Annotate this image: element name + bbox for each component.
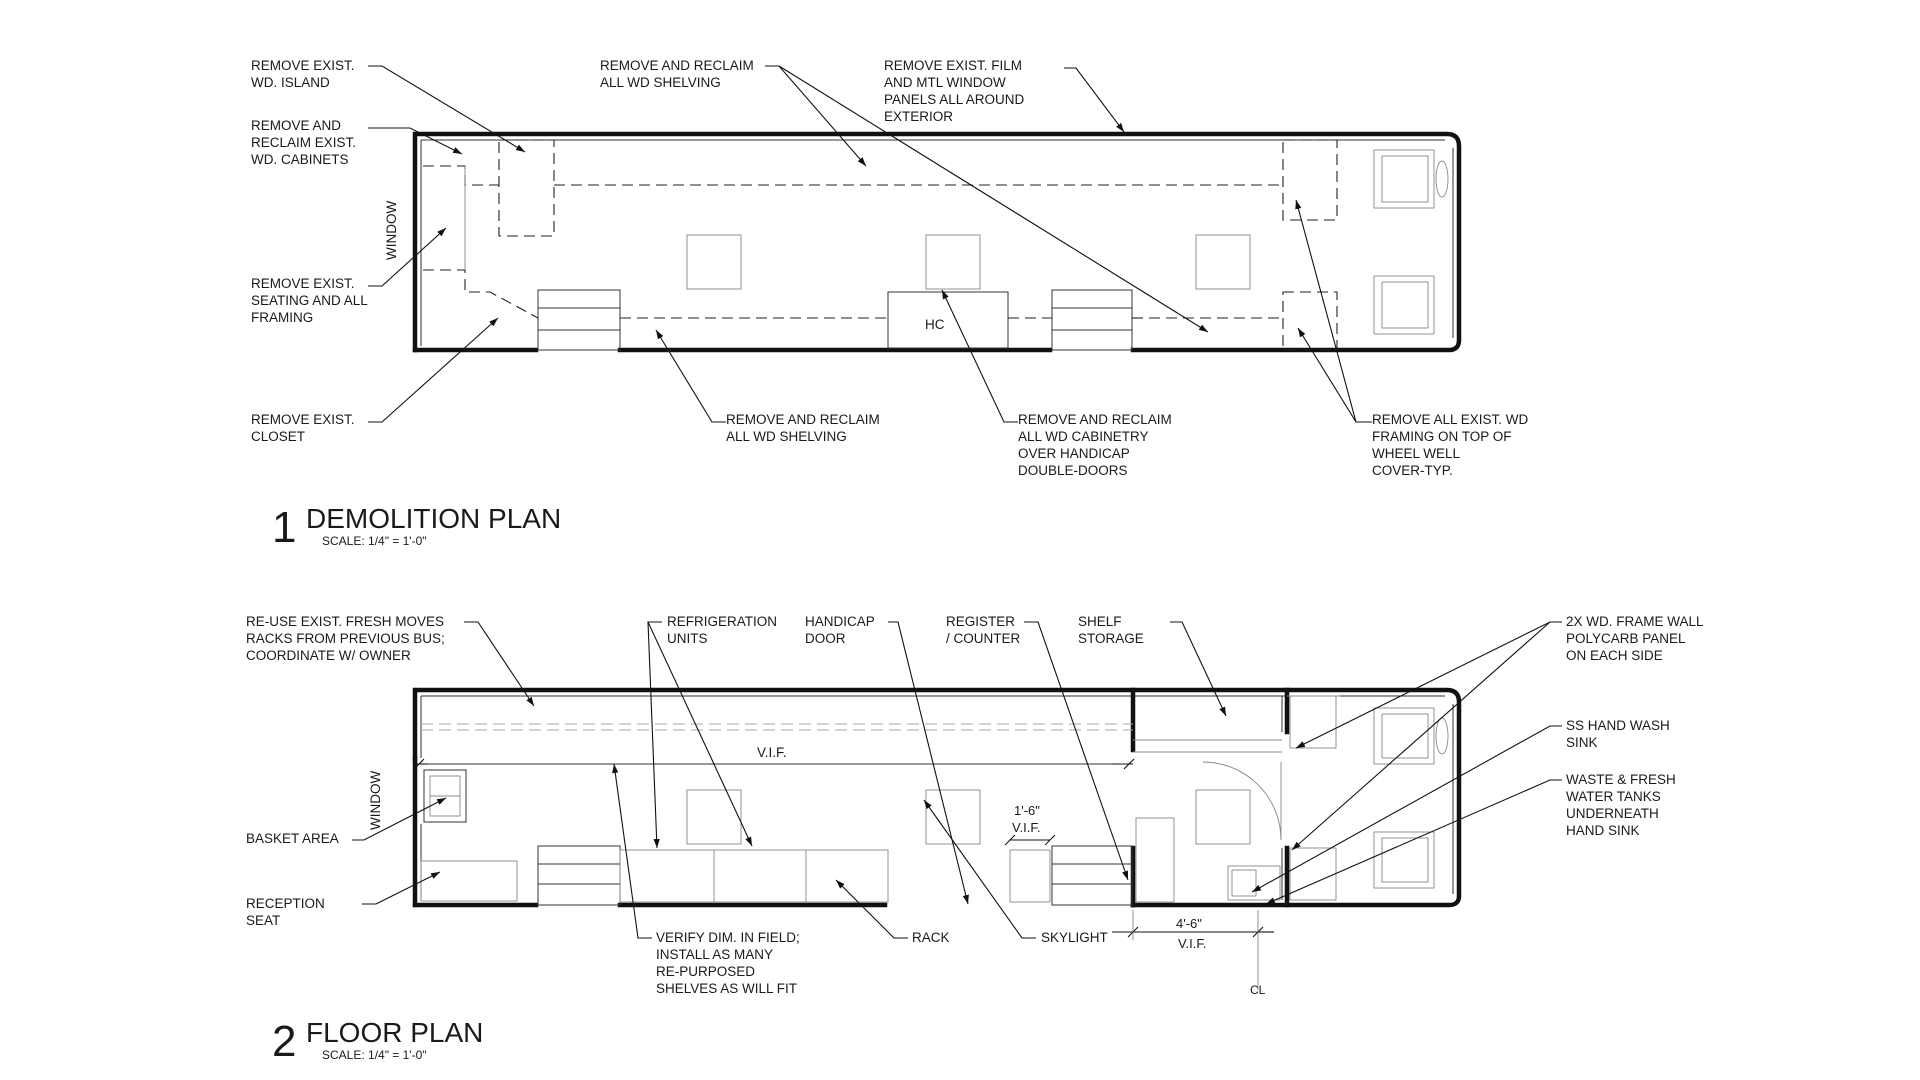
interior-walls <box>1130 687 1290 908</box>
note-remove-wheel-well-framing: REMOVE ALL EXIST. WD FRAMING ON TOP OF W… <box>1372 412 1532 478</box>
note-handicap-door: HANDICAP DOOR <box>805 614 878 646</box>
hand-wash-sink <box>1227 865 1281 901</box>
note-hand-wash-sink: SS HAND WASH SINK <box>1566 718 1674 750</box>
racks: V.I.F. <box>421 723 1282 765</box>
dim-1-6: 1'-6" <box>1014 803 1040 818</box>
demolition-plan: HC WINDOW <box>251 58 1532 552</box>
refrigeration-units <box>619 849 889 903</box>
floor-notes: RE-USE EXIST. FRESH MOVES RACKS FROM PRE… <box>246 614 1707 996</box>
floor-doors <box>537 845 1133 906</box>
skylight <box>925 789 981 845</box>
reception-seat <box>420 860 518 902</box>
floor-plan-title: 2 FLOOR PLAN SCALE: 1/4" = 1'-0" <box>272 1017 483 1066</box>
demolition-notes: REMOVE EXIST. WD. ISLAND REMOVE AND RECL… <box>251 58 1532 478</box>
note-remove-shelving-bottom: REMOVE AND RECLAIM ALL WD SHELVING <box>726 412 884 444</box>
skylights <box>686 234 1251 290</box>
note-skylight: SKYLIGHT <box>1041 930 1108 945</box>
driver-area-2 <box>1287 695 1449 901</box>
note-frame-wall: 2X WD. FRAME WALL POLYCARB PANEL ON EACH… <box>1566 614 1707 663</box>
dim-1-6-vif: V.I.F. <box>1012 820 1040 835</box>
bus-shell-2 <box>412 687 1462 908</box>
shelf-unit <box>1135 817 1175 903</box>
bus-shell <box>412 131 1462 353</box>
skylight <box>686 789 742 845</box>
floor-leaders <box>352 621 1562 939</box>
note-remove-island: REMOVE EXIST. WD. ISLAND <box>251 58 358 90</box>
dim-4-6-vif: V.I.F. <box>1178 936 1206 951</box>
note-shelf-storage: SHELF STORAGE <box>1078 614 1144 646</box>
note-reception-seat: RECEPTION SEAT <box>246 896 329 928</box>
plan-scale-2: SCALE: 1/4" = 1'-0" <box>322 1048 427 1062</box>
note-refrigeration-units: REFRIGERATION UNITS <box>667 614 781 646</box>
note-reclaim-cabinets: REMOVE AND RECLAIM EXIST. WD. CABINETS <box>251 118 360 167</box>
door-openings: HC <box>537 289 1133 351</box>
note-verify-dim: VERIFY DIM. IN FIELD; INSTALL AS MANY RE… <box>656 930 804 996</box>
note-remove-shelving-top: REMOVE AND RECLAIM ALL WD SHELVING <box>600 58 758 90</box>
plan-title-1: DEMOLITION PLAN <box>306 503 561 534</box>
plan-number-1: 1 <box>272 503 296 552</box>
plan-number-2: 2 <box>272 1017 296 1066</box>
note-register-counter: REGISTER / COUNTER <box>946 614 1021 646</box>
note-remove-closet: REMOVE EXIST. CLOSET <box>251 412 358 444</box>
basket-area <box>423 769 467 823</box>
dimensions: 1'-6" V.I.F. 4'-6" V.I.F. CL <box>413 758 1274 997</box>
skylights-2 <box>686 789 1251 845</box>
handicap-label: HC <box>925 317 945 332</box>
rack-vif-label: V.I.F. <box>757 745 787 760</box>
centerline-symbol: CL <box>1250 983 1266 997</box>
note-basket-area: BASKET AREA <box>246 831 339 846</box>
floor-plan: V.I.F. <box>246 614 1707 1066</box>
note-remove-cabinetry-hc: REMOVE AND RECLAIM ALL WD CABINETRY OVER… <box>1018 412 1176 478</box>
window-label-2: WINDOW <box>368 771 383 830</box>
note-reuse-racks: RE-USE EXIST. FRESH MOVES RACKS FROM PRE… <box>246 614 449 663</box>
plan-scale-1: SCALE: 1/4" = 1'-0" <box>322 534 427 548</box>
note-rack: RACK <box>912 930 950 945</box>
demolition-leaders <box>368 65 1372 423</box>
plan-title-2: FLOOR PLAN <box>306 1017 483 1048</box>
register-counter <box>1009 849 1051 903</box>
window-label: WINDOW <box>384 201 399 260</box>
note-remove-film-panels: REMOVE EXIST. FILM AND MTL WINDOW PANELS… <box>884 58 1028 124</box>
demolition-plan-title: 1 DEMOLITION PLAN SCALE: 1/4" = 1'-0" <box>272 503 561 552</box>
note-remove-seating: REMOVE EXIST. SEATING AND ALL FRAMING <box>251 276 371 325</box>
dim-4-6: 4'-6" <box>1176 916 1202 931</box>
note-water-tanks: WASTE & FRESH WATER TANKS UNDERNEATH HAN… <box>1566 772 1680 838</box>
existing-to-remove <box>423 139 1338 351</box>
driver-area <box>1373 149 1449 335</box>
skylight <box>1195 789 1251 845</box>
